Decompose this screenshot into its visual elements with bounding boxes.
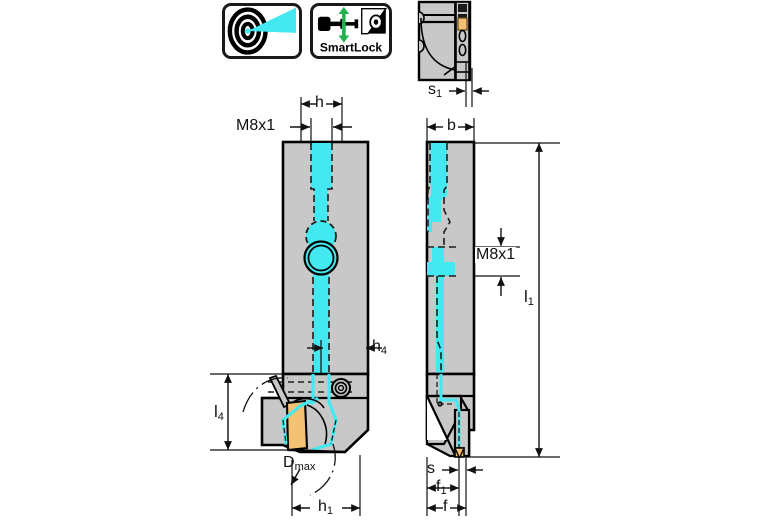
dmax-arc-lower — [309, 443, 336, 496]
dimension-label-s: s — [427, 460, 435, 477]
side-view-group — [425, 118, 560, 516]
dimension-label-dmax: Dmax — [283, 454, 316, 473]
side-coolant-hidden-lines — [427, 143, 456, 374]
dimension-label-f1: f1 — [436, 478, 447, 497]
smartlock-label: SmartLock — [320, 41, 383, 55]
dimension-label-h1: h1 — [318, 498, 334, 517]
lock-direction-arrow — [338, 6, 350, 43]
coolant-impact-point — [245, 28, 251, 34]
coolant-target-graphic — [227, 7, 296, 55]
precision-coolant-icon — [222, 3, 302, 59]
smartlock-icon: SmartLock — [310, 3, 392, 59]
front-bore-hidden-lines — [310, 143, 333, 374]
front-nose-arc-lower — [306, 404, 328, 445]
smartlock-graphic: SmartLock — [317, 6, 388, 55]
front-coolant-bore-upper — [311, 143, 332, 189]
end-view-insert — [457, 17, 468, 31]
front-coolant-bore-mid — [314, 189, 328, 221]
side-head-chamfer-edge — [426, 395, 456, 456]
screwdriver-tip — [342, 22, 356, 26]
dimension-label-l1: l1 — [524, 287, 534, 308]
end-view-left-nub-lower — [418, 39, 425, 53]
front-head-coolant-hidden — [282, 419, 337, 445]
front-clamp-screw-socket — [337, 384, 345, 392]
side-coolant-manifold — [427, 185, 455, 374]
dimension-label-h4: h4 — [372, 338, 388, 357]
screwdriver-shaft — [329, 21, 342, 27]
front-valve-seat-inner — [307, 244, 335, 272]
side-insert-tip — [453, 447, 466, 458]
side-head-coolant-hidden — [436, 374, 460, 450]
screwdriver-handle — [317, 16, 331, 31]
insert-seat-block — [361, 8, 388, 35]
dimension-label-h: h — [315, 94, 324, 111]
coolant-beam-overlay — [247, 7, 296, 33]
front-nose-arc-upper — [292, 397, 325, 409]
end-view-screw-1 — [458, 29, 467, 43]
end-view-hole-1 — [458, 4, 467, 12]
dmax-arc-upper — [242, 377, 289, 413]
dimension-label-l4: l4 — [214, 402, 224, 423]
dimension-label-s1: s1 — [428, 81, 443, 100]
screw-head — [354, 19, 359, 29]
dimension-label-m8x1-side: M8x1 — [475, 246, 517, 263]
end-view-group — [417, 0, 489, 107]
screwdriver-collar — [340, 18, 344, 29]
side-coolant-upper — [430, 143, 447, 185]
dimension-label-b: b — [447, 117, 456, 134]
end-view-relief-arc — [420, 17, 456, 71]
dimension-label-m8x1-front: M8x1 — [236, 117, 276, 134]
dimension-label-f: f — [443, 498, 448, 515]
end-view-screw-2 — [458, 43, 467, 57]
front-view-group — [210, 97, 382, 516]
